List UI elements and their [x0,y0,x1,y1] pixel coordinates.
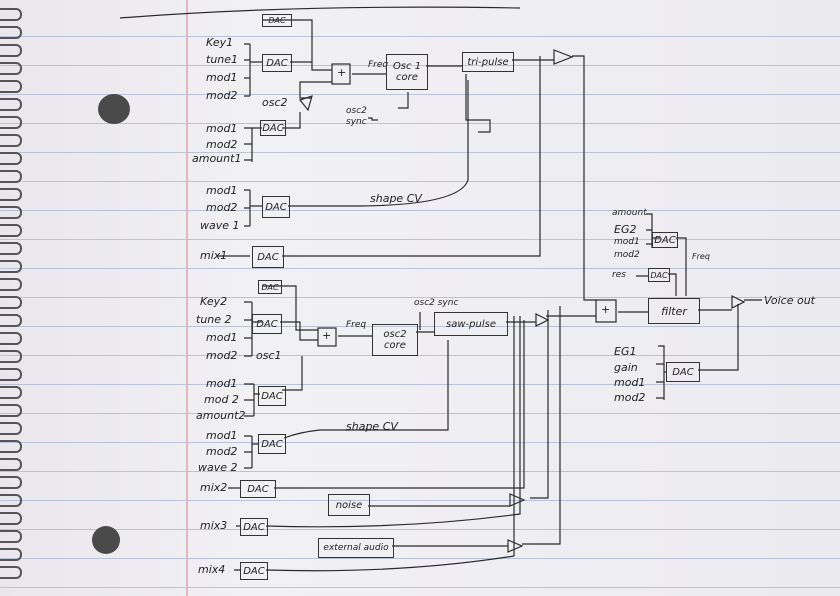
noise-source: noise [328,494,370,516]
dac-res: DAC [648,268,670,282]
input-mod1-e: mod1 [206,377,238,390]
input-mod2-b: mod2 [206,138,238,151]
label-amount: amount [612,208,647,218]
dac-osc1-pitch: DAC [262,54,292,72]
label-mod2-h: mod2 [614,391,646,404]
input-mod2-a: mod2 [206,89,238,102]
input-wave2: wave 2 [198,461,238,474]
input-tune1: tune1 [206,53,239,66]
input-mod1-a: mod1 [206,71,238,84]
input-mod1-b: mod1 [206,122,238,135]
input-mix1: mix1 [200,249,228,262]
input-amount1: amount1 [192,152,242,165]
label-freq2: Freq [346,320,367,330]
filter: filter [648,298,700,324]
label-osc2-sync-1: osc2 [346,106,367,116]
input-mix3: mix3 [200,519,228,532]
input-tune2: tune 2 [196,313,232,326]
label-mod1-h: mod1 [614,376,646,389]
label-osc2-in: osc2 [262,96,288,109]
label-osc2-sync-2: sync [346,117,367,127]
saw-pulse: saw-pulse [434,312,508,336]
dac-mix1: DAC [252,246,284,268]
input-mod1-f: mod1 [206,429,238,442]
dac-mix3: DAC [240,518,268,536]
dac-vca: DAC [666,362,700,382]
margin-line [186,0,188,596]
label-freq-filter: Freq [692,252,710,261]
label-eg1: EG1 [614,345,637,358]
punch-hole-bottom [92,526,120,554]
input-mix4: mix4 [198,563,226,576]
dac-mix4: DAC [240,562,268,580]
label-eg2: EG2 [614,223,637,236]
label-res: res [612,270,626,280]
dac-osc2-shape: DAC [258,434,286,454]
input-mod2-d: mod2 [206,349,238,362]
dac-osc2-top-small: DAC [258,280,282,294]
punch-hole-top [98,94,130,124]
label-gain: gain [614,361,638,374]
dac-mix2: DAC [240,480,276,498]
dac-osc2-pitch: DAC [252,314,282,334]
input-mod2-f: mod2 [206,445,238,458]
input-key1: Key1 [206,36,234,49]
input-wave1: wave 1 [200,219,240,232]
sum-osc2: + [322,329,332,342]
label-voice-out: Voice out [764,294,815,307]
label-mod1-g: mod1 [614,237,640,247]
dac-top-small: DAC [262,14,292,27]
input-mod1-c: mod1 [206,184,238,197]
external-audio: external audio [318,538,394,558]
dac-filter-mod: DAC [652,232,678,248]
label-mod2-g: mod2 [614,250,640,260]
label-osc2-sync-top: osc2 sync [414,298,459,308]
label-shape-cv2: shape CV [346,420,398,433]
dac-osc2-mod: DAC [258,386,286,406]
input-mix2: mix2 [200,481,228,494]
label-freq1: Freq [368,60,389,70]
dac-osc1-mod: DAC [260,120,286,136]
sum-mixer: + [601,303,611,316]
sum-osc1: + [337,66,347,79]
input-key2: Key2 [200,295,228,308]
dac-osc1-shape: DAC [262,196,290,218]
input-amount2: amount2 [196,409,246,422]
input-mod2-c: mod2 [206,201,238,214]
input-mod2-e: mod 2 [204,393,239,406]
input-mod1-d: mod1 [206,331,238,344]
label-shape-cv1: shape CV [370,192,422,205]
label-osc1-in: osc1 [256,349,282,362]
tri-pulse: tri-pulse [462,52,514,72]
